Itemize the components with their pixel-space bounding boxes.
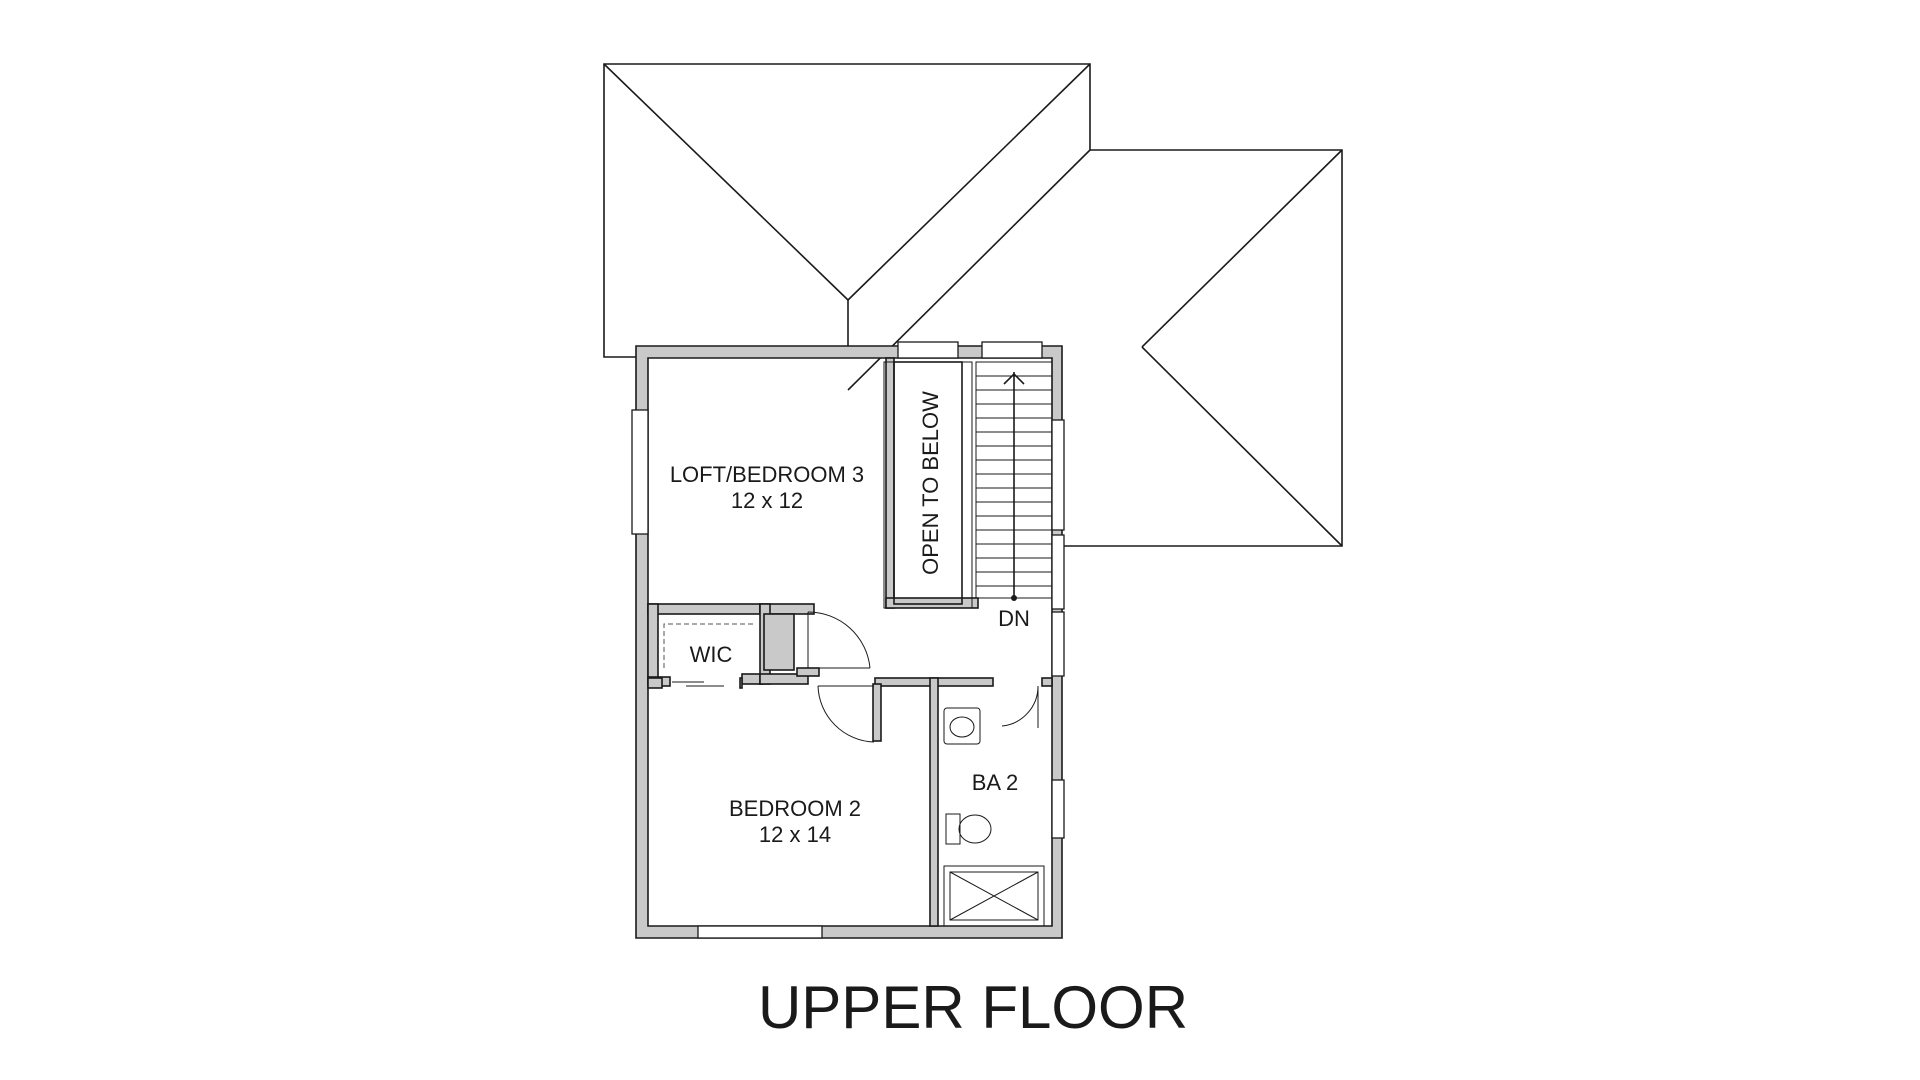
plan-title: UPPER FLOOR [758,974,1188,1041]
roof-ridge [1141,149,1343,348]
interior-wall [759,673,809,685]
loft-name: LOFT/BEDROOM 3 [670,462,864,487]
room-labels: LOFT/BEDROOM 3 12 x 12 WIC BEDROOM 2 12 … [670,462,1018,847]
open-to-below-label: OPEN TO BELOW [918,391,943,575]
door-swing [807,611,871,669]
window [981,341,1043,359]
interior-wall [796,667,820,677]
interior-wall [647,677,663,689]
door-swing [1001,685,1039,727]
window [1051,779,1065,839]
sink-icon [943,707,981,745]
window [631,409,649,535]
shower-icon [943,865,1045,927]
interior-wall [872,683,882,742]
shower-diagonal [949,871,1039,921]
window [897,341,959,359]
windows [631,341,1065,939]
bath-fixtures [943,707,1045,927]
window [1051,419,1065,531]
interior-wall [647,603,659,685]
bedroom2-size: 12 x 14 [759,822,831,847]
interior-wall [739,677,743,689]
interior-walls [647,357,1053,927]
toilet-tank [945,813,961,845]
interior-wall [885,597,979,609]
wic-shelf [663,623,754,668]
window [1051,534,1065,610]
stairs: DN [975,361,1053,631]
stair-arrow-dot [1011,595,1017,601]
window [1051,611,1065,677]
interior-wall [647,603,761,615]
interior-wall [741,673,763,685]
sink-basin [949,716,975,738]
interior-wall [1041,677,1053,687]
bath-name: BA 2 [972,770,1018,795]
closet-wall [763,613,795,671]
stair-label: DN [998,606,1030,631]
window [697,925,823,939]
open-to-below-rail [883,361,973,609]
stair-arrow-head [1003,372,1025,385]
wic-name: WIC [690,642,733,667]
roof-ridge [1141,346,1343,547]
loft-size: 12 x 12 [731,488,803,513]
door-swing [817,685,875,743]
interior-wall [885,357,895,609]
interior-wall [929,677,939,927]
toilet-icon [958,814,992,844]
shower-tray [949,871,1039,921]
roof-ridge [603,63,849,301]
open-to-below: OPEN TO BELOW [883,361,973,609]
roof-ridge [847,63,1091,301]
doors [672,611,1039,743]
bedroom2-name: BEDROOM 2 [729,796,861,821]
